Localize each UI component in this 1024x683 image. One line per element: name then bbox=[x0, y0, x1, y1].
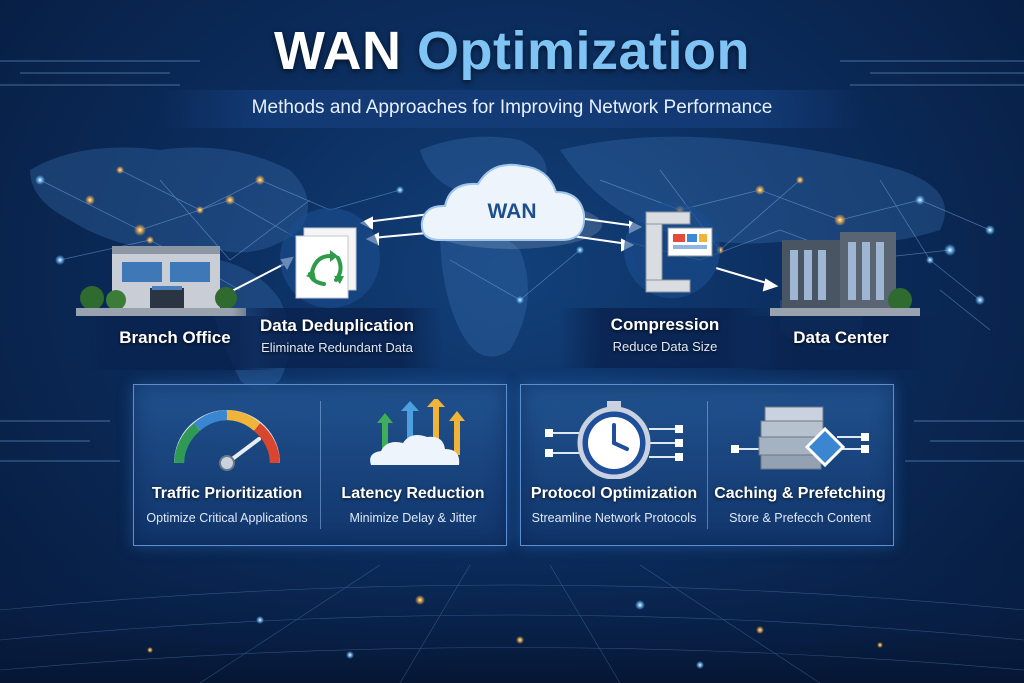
latency-reduction-subtitle: Minimize Delay & Jitter bbox=[349, 511, 477, 525]
dedup-documents-icon bbox=[280, 208, 380, 308]
subtitle-banner bbox=[160, 90, 864, 128]
wan-cloud bbox=[420, 163, 602, 249]
page-title: WAN Optimization bbox=[0, 20, 1024, 82]
branch-office-icon bbox=[76, 246, 246, 316]
feature-panel-right: Protocol Optimization Streamline Network… bbox=[520, 384, 894, 546]
data-streaks bbox=[0, 60, 1024, 462]
protocol-optimization-subtitle: Streamline Network Protocols bbox=[531, 511, 697, 525]
datacenter-label-bg bbox=[736, 316, 946, 370]
floor-lights bbox=[147, 595, 883, 669]
panel-divider bbox=[707, 401, 708, 529]
title-word-optimization: Optimization bbox=[417, 21, 750, 81]
stopwatch-icon bbox=[545, 401, 683, 479]
compression-clamp-icon bbox=[624, 202, 720, 298]
caching-prefetching-subtitle: Store & Prefecch Content bbox=[729, 511, 871, 525]
feature-traffic-prioritization: Traffic Prioritization Optimize Critical… bbox=[134, 385, 320, 545]
branch-office-label: Branch Office bbox=[70, 328, 280, 348]
panel-divider bbox=[320, 401, 321, 529]
dedup-label: Data Deduplication Eliminate Redundant D… bbox=[232, 316, 442, 355]
protocol-optimization-title: Protocol Optimization bbox=[530, 485, 698, 502]
wan-cloud-label: WAN bbox=[487, 200, 537, 223]
feature-protocol-optimization: Protocol Optimization Streamline Network… bbox=[521, 385, 707, 545]
feature-caching-prefetching: Caching & Prefetching Store & Prefecch C… bbox=[707, 385, 893, 545]
title-word-wan: WAN bbox=[274, 21, 402, 81]
speedometer-icon bbox=[174, 410, 280, 471]
caching-prefetching-title: Caching & Prefetching bbox=[714, 485, 886, 502]
dedup-label-bg bbox=[232, 308, 442, 368]
upward-arrows-cloud-icon bbox=[370, 399, 465, 465]
dedup-subtitle: Eliminate Redundant Data bbox=[261, 340, 413, 355]
traffic-prioritization-subtitle: Optimize Critical Applications bbox=[146, 511, 308, 525]
traffic-prioritization-title: Traffic Prioritization bbox=[151, 485, 303, 502]
feature-panel-left: Traffic Prioritization Optimize Critical… bbox=[133, 384, 507, 546]
floor-grid bbox=[0, 564, 1024, 683]
compression-label-bg bbox=[560, 308, 770, 368]
compression-subtitle: Reduce Data Size bbox=[612, 339, 718, 354]
server-cache-icon bbox=[731, 406, 869, 470]
compression-label: Compression Reduce Data Size bbox=[560, 315, 770, 354]
data-center-title: Data Center bbox=[793, 328, 889, 347]
data-center-label: Data Center bbox=[736, 328, 946, 348]
data-center-icon bbox=[770, 232, 920, 316]
page-subtitle: Methods and Approaches for Improving Net… bbox=[251, 97, 773, 118]
feature-latency-reduction: Latency Reduction Minimize Delay & Jitte… bbox=[320, 385, 506, 545]
compression-title: Compression bbox=[610, 315, 720, 334]
dedup-title: Data Deduplication bbox=[260, 316, 414, 335]
latency-reduction-title: Latency Reduction bbox=[341, 485, 485, 502]
branch-office-title: Branch Office bbox=[119, 328, 231, 347]
